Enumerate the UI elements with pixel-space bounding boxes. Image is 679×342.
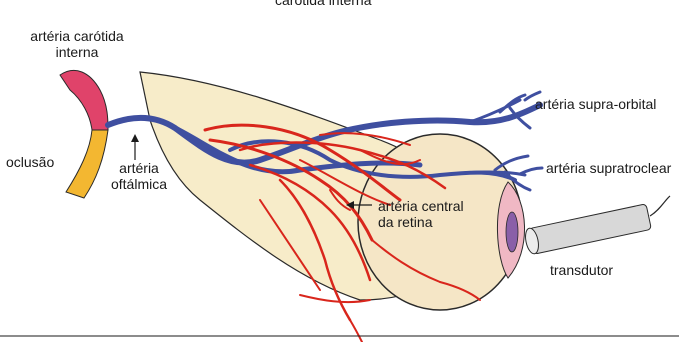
pupil	[506, 212, 518, 252]
central-retina-label-line1: artéria central	[378, 198, 464, 214]
supraorbital-label: artéria supra-orbital	[535, 96, 656, 112]
transducer-label: transdutor	[550, 262, 613, 278]
ophthalmic-label-line2: oftálmica	[106, 176, 172, 192]
internal-carotid-upper	[60, 70, 108, 130]
internal-carotid-label-line1: artéria carótida	[25, 28, 129, 44]
ophthalmic-label-line1: artéria	[106, 160, 172, 176]
occlusion-label: oclusão	[6, 154, 54, 170]
central-retina-label: artéria central da retina	[378, 198, 464, 230]
central-retina-label-line2: da retina	[378, 214, 464, 230]
supratrochlear-label: artéria supratroclear	[546, 160, 671, 176]
internal-carotid-label: artéria carótida interna	[25, 28, 129, 60]
top-cut-label: carótida interna	[275, 0, 372, 8]
internal-carotid-label-line2: interna	[25, 44, 129, 60]
transducer-probe	[523, 196, 670, 255]
ophthalmic-arrowhead	[131, 134, 139, 142]
ophthalmic-label: artéria oftálmica	[106, 160, 172, 192]
occluded-segment	[66, 130, 108, 198]
